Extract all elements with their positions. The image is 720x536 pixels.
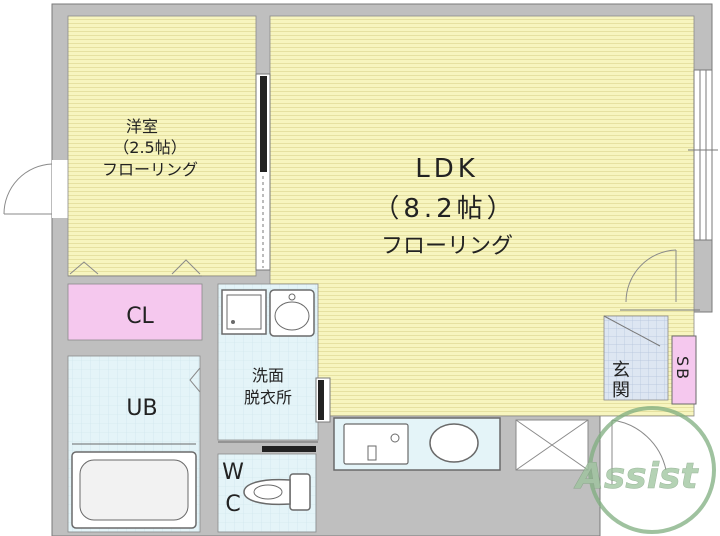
entrance-label: 玄関 [609,360,630,400]
bath-door-icon [189,367,201,393]
western-room-name: 洋室 [125,117,158,136]
bathtub-icon [71,443,197,529]
bath-label: UB [126,396,158,421]
stove-icon [343,423,409,465]
fridge-space-icon [515,419,589,471]
western-room-floor-type: フローリング [101,160,198,179]
western-room-floor [67,15,257,277]
washroom-label-line1: 洗面 [251,366,284,385]
sink-icon [429,423,479,463]
closet-area [67,283,203,341]
ldk-size: （8.2帖） [373,194,517,224]
west-door-icon [3,163,53,215]
entrance-door-icon [611,419,667,484]
toilet-icon [243,473,311,511]
washing-machine-icon [221,289,267,335]
ldk-door-icon [625,249,677,303]
wash-basin-icon [269,289,315,337]
kitchen-counter [333,417,501,471]
closet-label: CL [126,304,154,329]
western-room-size: （2.5帖） [113,138,187,157]
east-window-icon [688,69,718,241]
entrance-floor [603,315,669,401]
toilet-label-w: W [222,460,244,485]
assist-logo: Assist [573,406,716,534]
svg-text:Assist: Assist [573,456,699,497]
toilet-label-c: C [225,492,241,517]
ldk-name: LDK [415,154,479,184]
shoe-box-label: SB [673,356,692,382]
washroom-label-line2: 脱衣所 [243,388,292,407]
closet-door-icon [68,259,202,277]
shoe-box [671,335,697,405]
ldk-floor-type: フローリング [380,234,513,259]
